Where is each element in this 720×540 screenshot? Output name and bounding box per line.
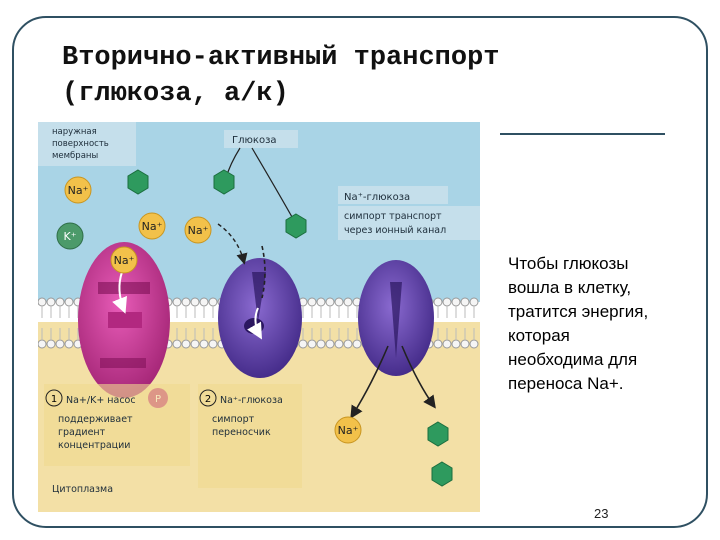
slide-number: 23 — [594, 506, 609, 521]
carrier-desc-1: симпорт — [212, 414, 255, 425]
na-ion: Na⁺ — [334, 416, 362, 444]
lipid-head — [307, 339, 317, 349]
lipid-head — [199, 339, 209, 349]
lipid-head — [334, 339, 344, 349]
outer-surface-label-1: наружная — [52, 127, 97, 137]
lipid-head — [451, 339, 461, 349]
svg-text:Na⁺: Na⁺ — [68, 184, 89, 197]
glucose-molecule — [427, 421, 449, 447]
pump-desc-1: поддерживает — [58, 414, 133, 425]
pump-number-circle — [45, 389, 63, 407]
svg-text:Na⁺: Na⁺ — [188, 224, 209, 237]
lipid-head — [55, 339, 65, 349]
outer-surface-box — [38, 122, 136, 166]
na-k-pump-protein — [78, 242, 170, 398]
pump-desc-2: градиент — [58, 427, 106, 438]
lipid-head — [199, 297, 209, 307]
lipid-head — [343, 297, 353, 307]
lipid-head — [38, 339, 47, 349]
lipid-head — [181, 297, 191, 307]
lipid-head — [46, 297, 56, 307]
transport-diagram: наружная поверхность мембраны Глюкоза Na… — [38, 122, 480, 512]
carrier-protein-open — [350, 260, 436, 419]
lipid-head — [433, 339, 443, 349]
symport-box — [338, 206, 480, 240]
carrier-desc-2: переносчик — [212, 427, 271, 438]
lipid-head — [55, 297, 65, 307]
title-line-2: (глюкоза, а/к) — [62, 79, 289, 109]
lipid-head — [316, 339, 326, 349]
glucose-molecule — [127, 169, 149, 195]
k-ion: K⁺ — [56, 222, 84, 250]
na-ion: Na⁺ — [138, 212, 166, 240]
lipid-head — [38, 297, 47, 307]
lipid-head — [451, 297, 461, 307]
lipid-head — [469, 297, 479, 307]
cytoplasm-label: Цитоплазма — [52, 484, 113, 495]
lipid-head — [325, 339, 335, 349]
na-glucose-label: Na⁺-глюкоза — [344, 192, 410, 203]
title-line-1: Вторично-активный транспорт — [62, 43, 500, 73]
lipid-head — [181, 339, 191, 349]
symport-carrier-protein — [218, 245, 302, 378]
svg-text:Na⁺: Na⁺ — [142, 220, 163, 233]
lipid-head — [442, 339, 452, 349]
lipid-head — [208, 297, 218, 307]
carrier-label: Na⁺-глюкоза — [220, 395, 283, 406]
lipid-head — [307, 297, 317, 307]
glucose-label: Глюкоза — [232, 135, 277, 146]
lipid-head — [433, 297, 443, 307]
symport-label-2: через ионный канал — [344, 225, 446, 236]
lipid-head — [190, 339, 200, 349]
lipid-head — [442, 297, 452, 307]
lipid-head — [298, 339, 308, 349]
outer-surface-label-2: поверхность — [52, 139, 109, 149]
lipid-head — [460, 297, 470, 307]
lipid-head — [64, 297, 74, 307]
svg-text:Na⁺: Na⁺ — [338, 424, 359, 437]
na-ion: Na⁺ — [110, 246, 138, 274]
lipid-head — [172, 339, 182, 349]
slide-title: Вторично-активный транспорт (глюкоза, а/… — [62, 40, 499, 112]
svg-text:Na⁺: Na⁺ — [114, 254, 135, 267]
lipid-head — [334, 297, 344, 307]
pump-number: 1 — [51, 394, 57, 405]
carrier-number: 2 — [205, 394, 211, 405]
carrier-number-circle — [199, 389, 217, 407]
title-rule — [500, 133, 665, 135]
pump-label: Na+/K+ насос — [66, 395, 136, 406]
lipid-head — [208, 339, 218, 349]
glucose-molecule — [285, 213, 307, 239]
lipid-head — [172, 297, 182, 307]
lipid-head — [469, 339, 479, 349]
lipid-head — [190, 297, 200, 307]
na-glucose-box — [338, 186, 448, 204]
glucose-molecule — [431, 461, 453, 487]
glucose-label-box — [224, 130, 298, 148]
lipid-head — [46, 339, 56, 349]
na-ion: Na⁺ — [64, 176, 92, 204]
lipid-head — [316, 297, 326, 307]
svg-text:K⁺: K⁺ — [63, 230, 76, 243]
caption-text: Чтобы глюкозы вошла в клетку, тратится э… — [508, 254, 649, 393]
symport-label-1: симпорт транспорт — [344, 211, 442, 222]
pump-desc-3: концентрации — [58, 440, 130, 451]
lipid-head — [64, 339, 74, 349]
lipid-head — [460, 339, 470, 349]
lipid-head — [343, 339, 353, 349]
glucose-molecule — [213, 169, 235, 195]
lipid-head — [352, 339, 362, 349]
lipid-head — [325, 297, 335, 307]
outer-surface-label-3: мембраны — [52, 151, 98, 161]
pump-label-box — [44, 384, 190, 466]
slide-frame — [12, 16, 708, 528]
na-ion: Na⁺ — [184, 216, 212, 244]
